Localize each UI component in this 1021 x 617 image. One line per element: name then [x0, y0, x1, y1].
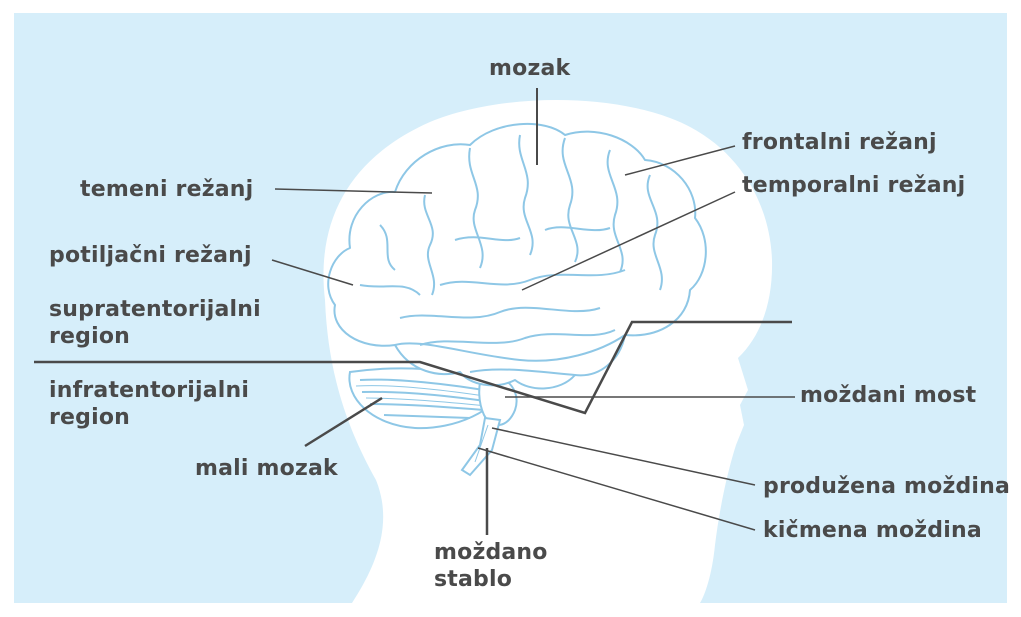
label-temeni-rezanj: temeni režanj	[80, 176, 253, 203]
label-mali-mozak: mali mozak	[195, 455, 338, 482]
label-infratentorijalni-line1: infratentorijalni	[49, 377, 249, 404]
label-mozdano-stablo-line2: stablo	[434, 566, 548, 593]
label-mozdano-stablo-line1: moždano	[434, 539, 548, 566]
label-mozak: mozak	[489, 55, 570, 82]
label-temporalni-rezanj: temporalni režanj	[742, 172, 965, 199]
label-frontalni-rezanj: frontalni režanj	[742, 129, 937, 156]
label-mozdani-most: moždani most	[800, 382, 976, 409]
label-infratentorijalni-line2: region	[49, 404, 249, 431]
label-potiljacni-rezanj: potiljačni režanj	[49, 242, 252, 269]
label-kicmena-mozdina: kičmena moždina	[763, 517, 982, 544]
label-supratentorijalni-region: supratentorijalni region	[49, 296, 261, 350]
label-mozdano-stablo: moždano stablo	[434, 539, 548, 593]
label-supratentorijalni-line1: supratentorijalni	[49, 296, 261, 323]
label-infratentorijalni-region: infratentorijalni region	[49, 377, 249, 431]
label-supratentorijalni-line2: region	[49, 323, 261, 350]
label-produzena-mozdina: produžena moždina	[763, 473, 1010, 500]
